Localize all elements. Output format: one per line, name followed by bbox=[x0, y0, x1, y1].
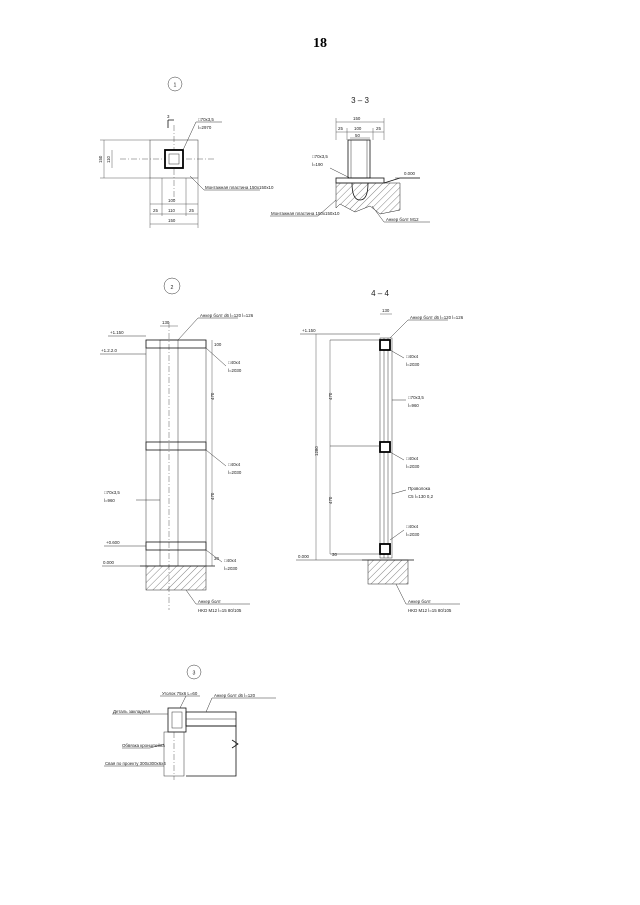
node1-profile: □70х3,5 bbox=[198, 117, 214, 122]
node1-dim-d3: 25 bbox=[153, 208, 158, 213]
section-3-3: 3 – 3 150 25 100 25 50 □70х3,5 l=190 0.0… bbox=[270, 96, 430, 223]
node2-profile-3: □70х3,5 bbox=[104, 490, 120, 495]
section33-anchor: Анкер болт М12 bbox=[386, 217, 419, 222]
section33-dim-w1: 150 bbox=[353, 116, 361, 121]
node3-label-2: Анкер болт d6 l=120 bbox=[214, 693, 256, 698]
node2-level-top: +1.150 bbox=[110, 330, 124, 335]
section33-title: 3 – 3 bbox=[351, 96, 369, 105]
node3-marker bbox=[186, 664, 202, 680]
section44-profile-1-len: l=2030 bbox=[406, 362, 420, 367]
section33-profile: □70х3,5 bbox=[312, 154, 328, 159]
node3-marker-text: 3 bbox=[193, 671, 196, 677]
section33-plate: Монтажная пластина 150х150х10 bbox=[271, 211, 340, 216]
node2-anchor-bottom-code: HKD M12 l=15 80/105 bbox=[198, 608, 242, 613]
node1-dim-d1: 150 bbox=[98, 155, 103, 163]
node3-detail: 3 Уголок 75х6 L=60 Анкер болт d6 l=120 Д… bbox=[104, 664, 276, 780]
node3-label-5: Свая по проекту 300х300х6х4 bbox=[105, 761, 166, 766]
node1-dim-d5: 25 bbox=[189, 208, 194, 213]
section33-dim-w2: 100 bbox=[354, 126, 362, 131]
node2-dim-v1: 100 bbox=[214, 342, 222, 347]
node1-dim-d6: 110 bbox=[168, 208, 176, 213]
section33-profile-len: l=190 bbox=[312, 162, 323, 167]
node1-dim-d2: 110 bbox=[106, 155, 111, 163]
section44-dim-top: 130 bbox=[382, 308, 390, 313]
node2-level-rail: +1.2.2.0 bbox=[101, 348, 118, 353]
section44-profile-5-len: l=2030 bbox=[406, 532, 420, 537]
node1-section-mark: 3 bbox=[167, 114, 170, 119]
section44-dim-v3: 30 bbox=[332, 552, 337, 557]
node1-dim-d1-bottom: 150 bbox=[168, 218, 176, 223]
node2-anchor-top: Анкер болт d6 l=120 l=126 bbox=[200, 313, 254, 318]
node1-marker-text: 1 bbox=[174, 83, 177, 89]
node2-profile-1: □40х4 bbox=[228, 360, 241, 365]
node1-profile-len: l=2970 bbox=[198, 125, 212, 130]
node2-dim-v2: 470 bbox=[210, 392, 215, 400]
section44-dim-total: 1280 bbox=[314, 446, 319, 456]
node2-dim-v3: 470 bbox=[210, 492, 215, 500]
section44-dim-v2: 470 bbox=[328, 496, 333, 504]
node2-detail: 2 130 +1.150 +1.2.2.0 +0.600 0.000 100 4… bbox=[100, 277, 254, 613]
node2-dim-v4: 30 bbox=[214, 556, 219, 561]
section44-profile-1: □40х4 bbox=[406, 354, 419, 359]
node2-profile-1-len: l=2030 bbox=[228, 368, 242, 373]
node2-level-zero: 0.000 bbox=[103, 560, 115, 565]
section44-profile-5: □40х4 bbox=[406, 524, 419, 529]
section44-level-zero: 0.000 bbox=[298, 554, 310, 559]
node1-plate-label: Монтажная пластина 150х150х10 bbox=[205, 185, 274, 190]
section33-dim-b: 25 bbox=[376, 126, 381, 131]
section44-dim-v1: 470 bbox=[328, 392, 333, 400]
node3-label-4: Обвязка кронштейна bbox=[122, 743, 165, 748]
section44-profile-2: □70х3,5 bbox=[408, 395, 424, 400]
node2-anchor-bottom: Анкер болт bbox=[198, 599, 221, 604]
page-number: 18 bbox=[313, 36, 327, 51]
node1-post-square bbox=[164, 149, 184, 169]
section44-anchor-bottom: Анкер болт bbox=[408, 599, 431, 604]
section44-level-top: +1.150 bbox=[302, 328, 316, 333]
section44-profile-4: Проволока bbox=[408, 486, 431, 491]
section33-dim-a: 25 bbox=[338, 126, 343, 131]
node2-profile-4: □40х4 bbox=[224, 558, 237, 563]
section44-profile-2-len: l=960 bbox=[408, 403, 419, 408]
node2-profile-3-len: l=960 bbox=[104, 498, 115, 503]
node2-dim-top: 130 bbox=[162, 320, 170, 325]
node2-level-mid: +0.600 bbox=[106, 540, 120, 545]
node2-profile-2: □40х4 bbox=[228, 462, 241, 467]
section44-title: 4 – 4 bbox=[371, 289, 389, 298]
node3-label-3: Деталь закладная bbox=[113, 709, 151, 714]
section44-anchor-bottom-code: HKD M12 l=15 80/105 bbox=[408, 608, 452, 613]
node2-marker-text: 2 bbox=[171, 285, 174, 291]
node3-label-1: Уголок 75х6 L=60 bbox=[162, 691, 198, 696]
node1-dim-d4: 100 bbox=[168, 198, 176, 203]
section44-profile-3-len: l=2030 bbox=[406, 464, 420, 469]
section33-dim-c: 50 bbox=[355, 133, 360, 138]
section44-anchor-top: Анкер болт d6 l=120 l=126 bbox=[410, 315, 464, 320]
section44-profile-4-len: С5 l=130 0,2 bbox=[408, 494, 434, 499]
section-4-4: 4 – 4 130 +1.150 0.000 1280 470 470 30 А… bbox=[296, 289, 464, 613]
node2-marker bbox=[163, 277, 181, 295]
section44-profile-3: □40х4 bbox=[406, 456, 419, 461]
node2-profile-4-len: l=2030 bbox=[224, 566, 238, 571]
node2-profile-2-len: l=2030 bbox=[228, 470, 242, 475]
node1-marker bbox=[167, 76, 183, 92]
node1-detail: 1 3 □70х3,5 l=2970 Монтажная пластина 15… bbox=[98, 76, 274, 228]
section33-post bbox=[347, 139, 371, 179]
section33-level: 0.000 bbox=[404, 171, 416, 176]
